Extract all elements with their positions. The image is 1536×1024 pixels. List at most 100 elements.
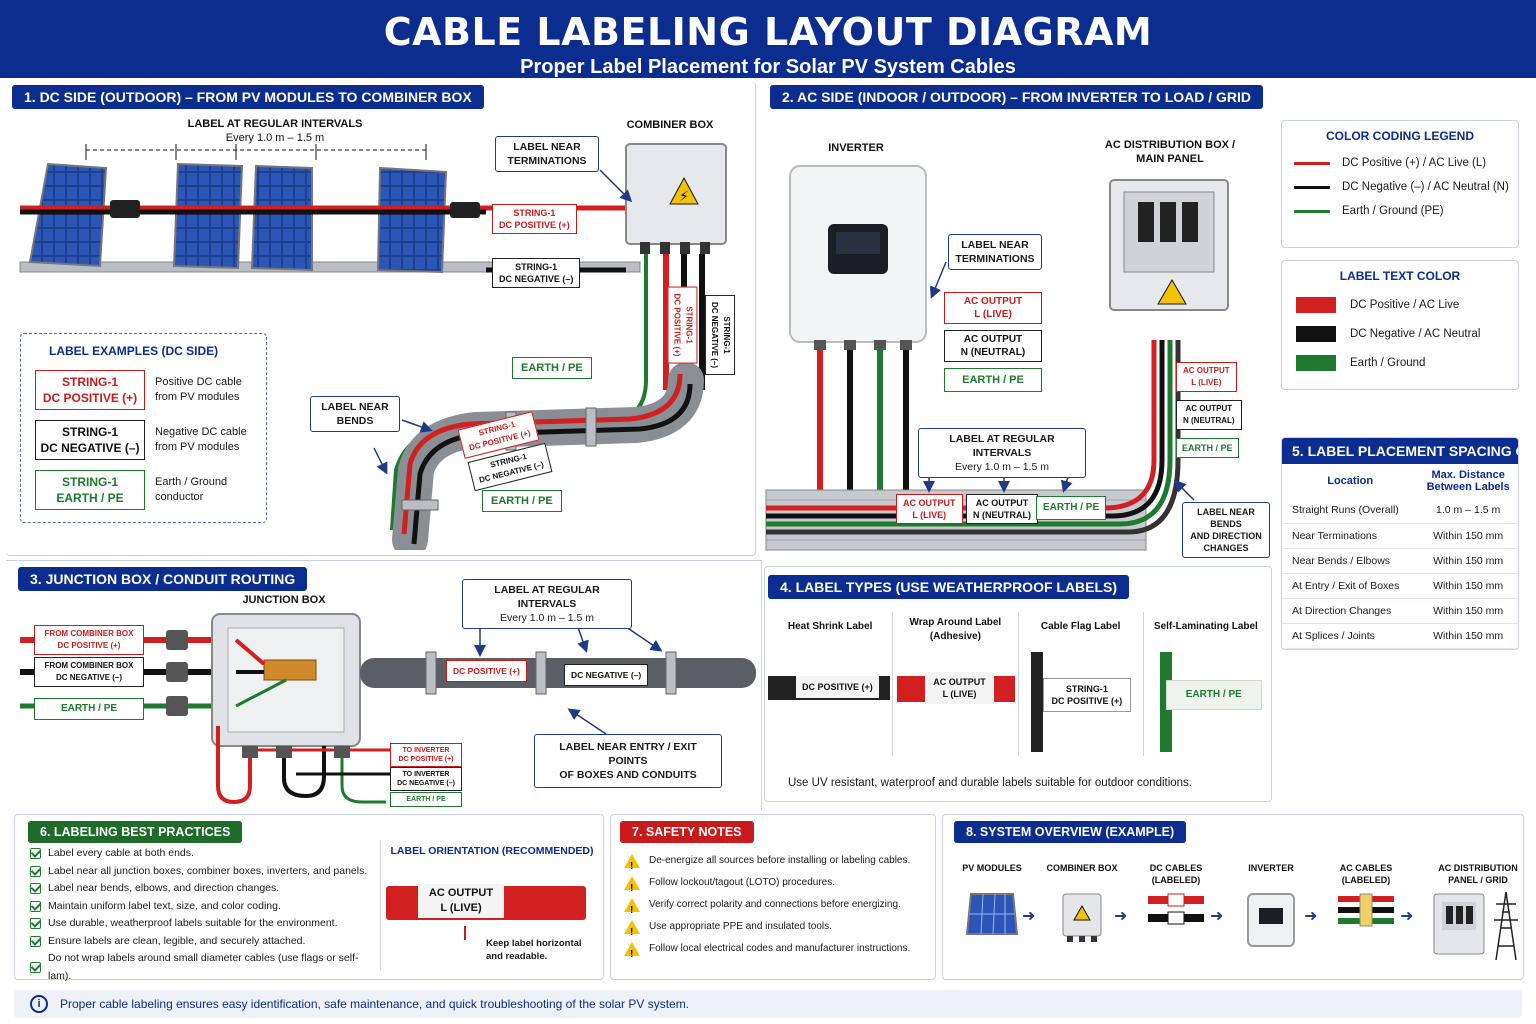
legend-text: DC Negative / AC Neutral <box>1350 328 1481 340</box>
check-icon <box>30 865 41 877</box>
dc-cables-icon <box>1130 890 1222 935</box>
page-subtitle: Proper Label Placement for Solar PV Syst… <box>520 56 1016 78</box>
label-examples-title: LABEL EXAMPLES (DC SIDE) <box>49 344 219 358</box>
arrow-right-icon: ➜ <box>1210 908 1224 925</box>
section-3-title: 3. JUNCTION BOX / CONDUIT ROUTING <box>18 567 308 591</box>
section-4-title: 4. LABEL TYPES (USE WEATHERPROOF LABELS) <box>768 575 1130 599</box>
legend-row: Earth / Ground (PE) <box>1294 205 1518 217</box>
overview-step: PV MODULES <box>950 862 1034 945</box>
header: CABLE LABELING LAYOUT DIAGRAM Proper Lab… <box>0 0 1536 78</box>
section-junction <box>6 560 762 810</box>
to-inverter-earth-label: EARTH / PE <box>390 792 462 807</box>
legend-row: DC Positive (+) / AC Live (L) <box>1294 157 1518 169</box>
best-practices-list: Label every cable at both ends.Label nea… <box>30 845 380 985</box>
ac-cables-icon <box>1320 890 1412 935</box>
junction-earth-label: EARTH / PE <box>34 698 144 720</box>
section-1-title: 1. DC SIDE (OUTDOOR) – FROM PV MODULES T… <box>12 85 484 109</box>
check-icon <box>30 918 41 930</box>
color-swatch <box>1294 161 1330 165</box>
list-item: Follow local electrical codes and manufa… <box>624 938 934 966</box>
warning-icon <box>624 876 640 900</box>
check-icon <box>30 848 41 860</box>
label-types-row: Heat Shrink Label DC POSITIVE (+) Wrap A… <box>768 612 1268 756</box>
solar-panel-icon <box>950 890 1034 945</box>
list-item: Use durable, weatherproof labels suitabl… <box>30 915 380 933</box>
inverter-icon <box>1226 890 1316 955</box>
page-title: CABLE LABELING LAYOUT DIAGRAM <box>383 10 1153 54</box>
color-swatch <box>1296 297 1336 313</box>
overview-flow: PV MODULES➜COMBINER BOX➜DC CABLES(LABELE… <box>950 862 1520 962</box>
spacing-location: At Direction Changes <box>1282 598 1419 624</box>
warning-icon <box>624 898 640 922</box>
color-swatch <box>1296 326 1336 342</box>
ac-earth-label-tray: EARTH / PE <box>1036 496 1107 520</box>
spacing-distance: Within 150 mm <box>1418 548 1518 574</box>
overview-step: DC CABLES(LABELED) <box>1130 862 1222 935</box>
list-item: Use appropriate PPE and insulated tools. <box>624 916 934 944</box>
spacing-distance: Within 150 mm <box>1418 598 1518 624</box>
warning-icon <box>624 942 640 966</box>
legend-text: DC Positive (+) / AC Live (L) <box>1342 157 1487 169</box>
list-item: Verify correct polarity and connections … <box>624 894 934 922</box>
legend-text: DC Positive / AC Live <box>1350 299 1460 311</box>
warning-icon <box>624 920 640 944</box>
spacing-location: Near Bends / Elbows <box>1282 548 1419 574</box>
svg-text:⚡: ⚡ <box>679 189 689 205</box>
combiner-box-caption: COMBINER BOX <box>626 119 714 131</box>
spacing-distance: Within 150 mm <box>1418 573 1518 599</box>
overview-step: COMBINER BOX <box>1038 862 1126 951</box>
overview-step: AC CABLES(LABELED) <box>1320 862 1412 935</box>
check-icon <box>30 962 41 973</box>
orientation-arrow <box>464 926 466 940</box>
list-item: Label every cable at both ends. <box>30 845 380 863</box>
arrow-right-icon: ➜ <box>1022 908 1036 925</box>
combiner-box-icon <box>1038 890 1126 951</box>
check-icon <box>30 900 41 912</box>
junction-drawing <box>20 613 756 805</box>
dc-earth-label: EARTH / PE <box>512 357 592 379</box>
section-7-title: 7. SAFETY NOTES <box>620 821 754 843</box>
list-item: Ensure labels are clean, legible, and se… <box>30 933 380 951</box>
label-type-self-laminating: Self-Laminating Label EARTH / PE <box>1144 612 1268 756</box>
legend-row: Earth / Ground <box>1296 355 1518 371</box>
color-coding-legend: COLOR CODING LEGEND DC Positive (+) / AC… <box>1281 120 1519 248</box>
color-swatch <box>1296 355 1336 371</box>
conduit-positive-label: DC POSITIVE (+) <box>446 660 527 682</box>
pv-panel <box>28 162 448 274</box>
info-icon: i <box>30 995 48 1013</box>
safety-list: De-energize all sources before installin… <box>624 850 934 966</box>
spacing-guide: 5. LABEL PLACEMENT SPACING GUIDE Locatio… <box>1281 437 1519 650</box>
list-item: De-energize all sources before installin… <box>624 850 934 878</box>
arrow-right-icon: ➜ <box>1304 908 1318 925</box>
dc-earth-label-bend: EARTH / PE <box>482 490 562 512</box>
